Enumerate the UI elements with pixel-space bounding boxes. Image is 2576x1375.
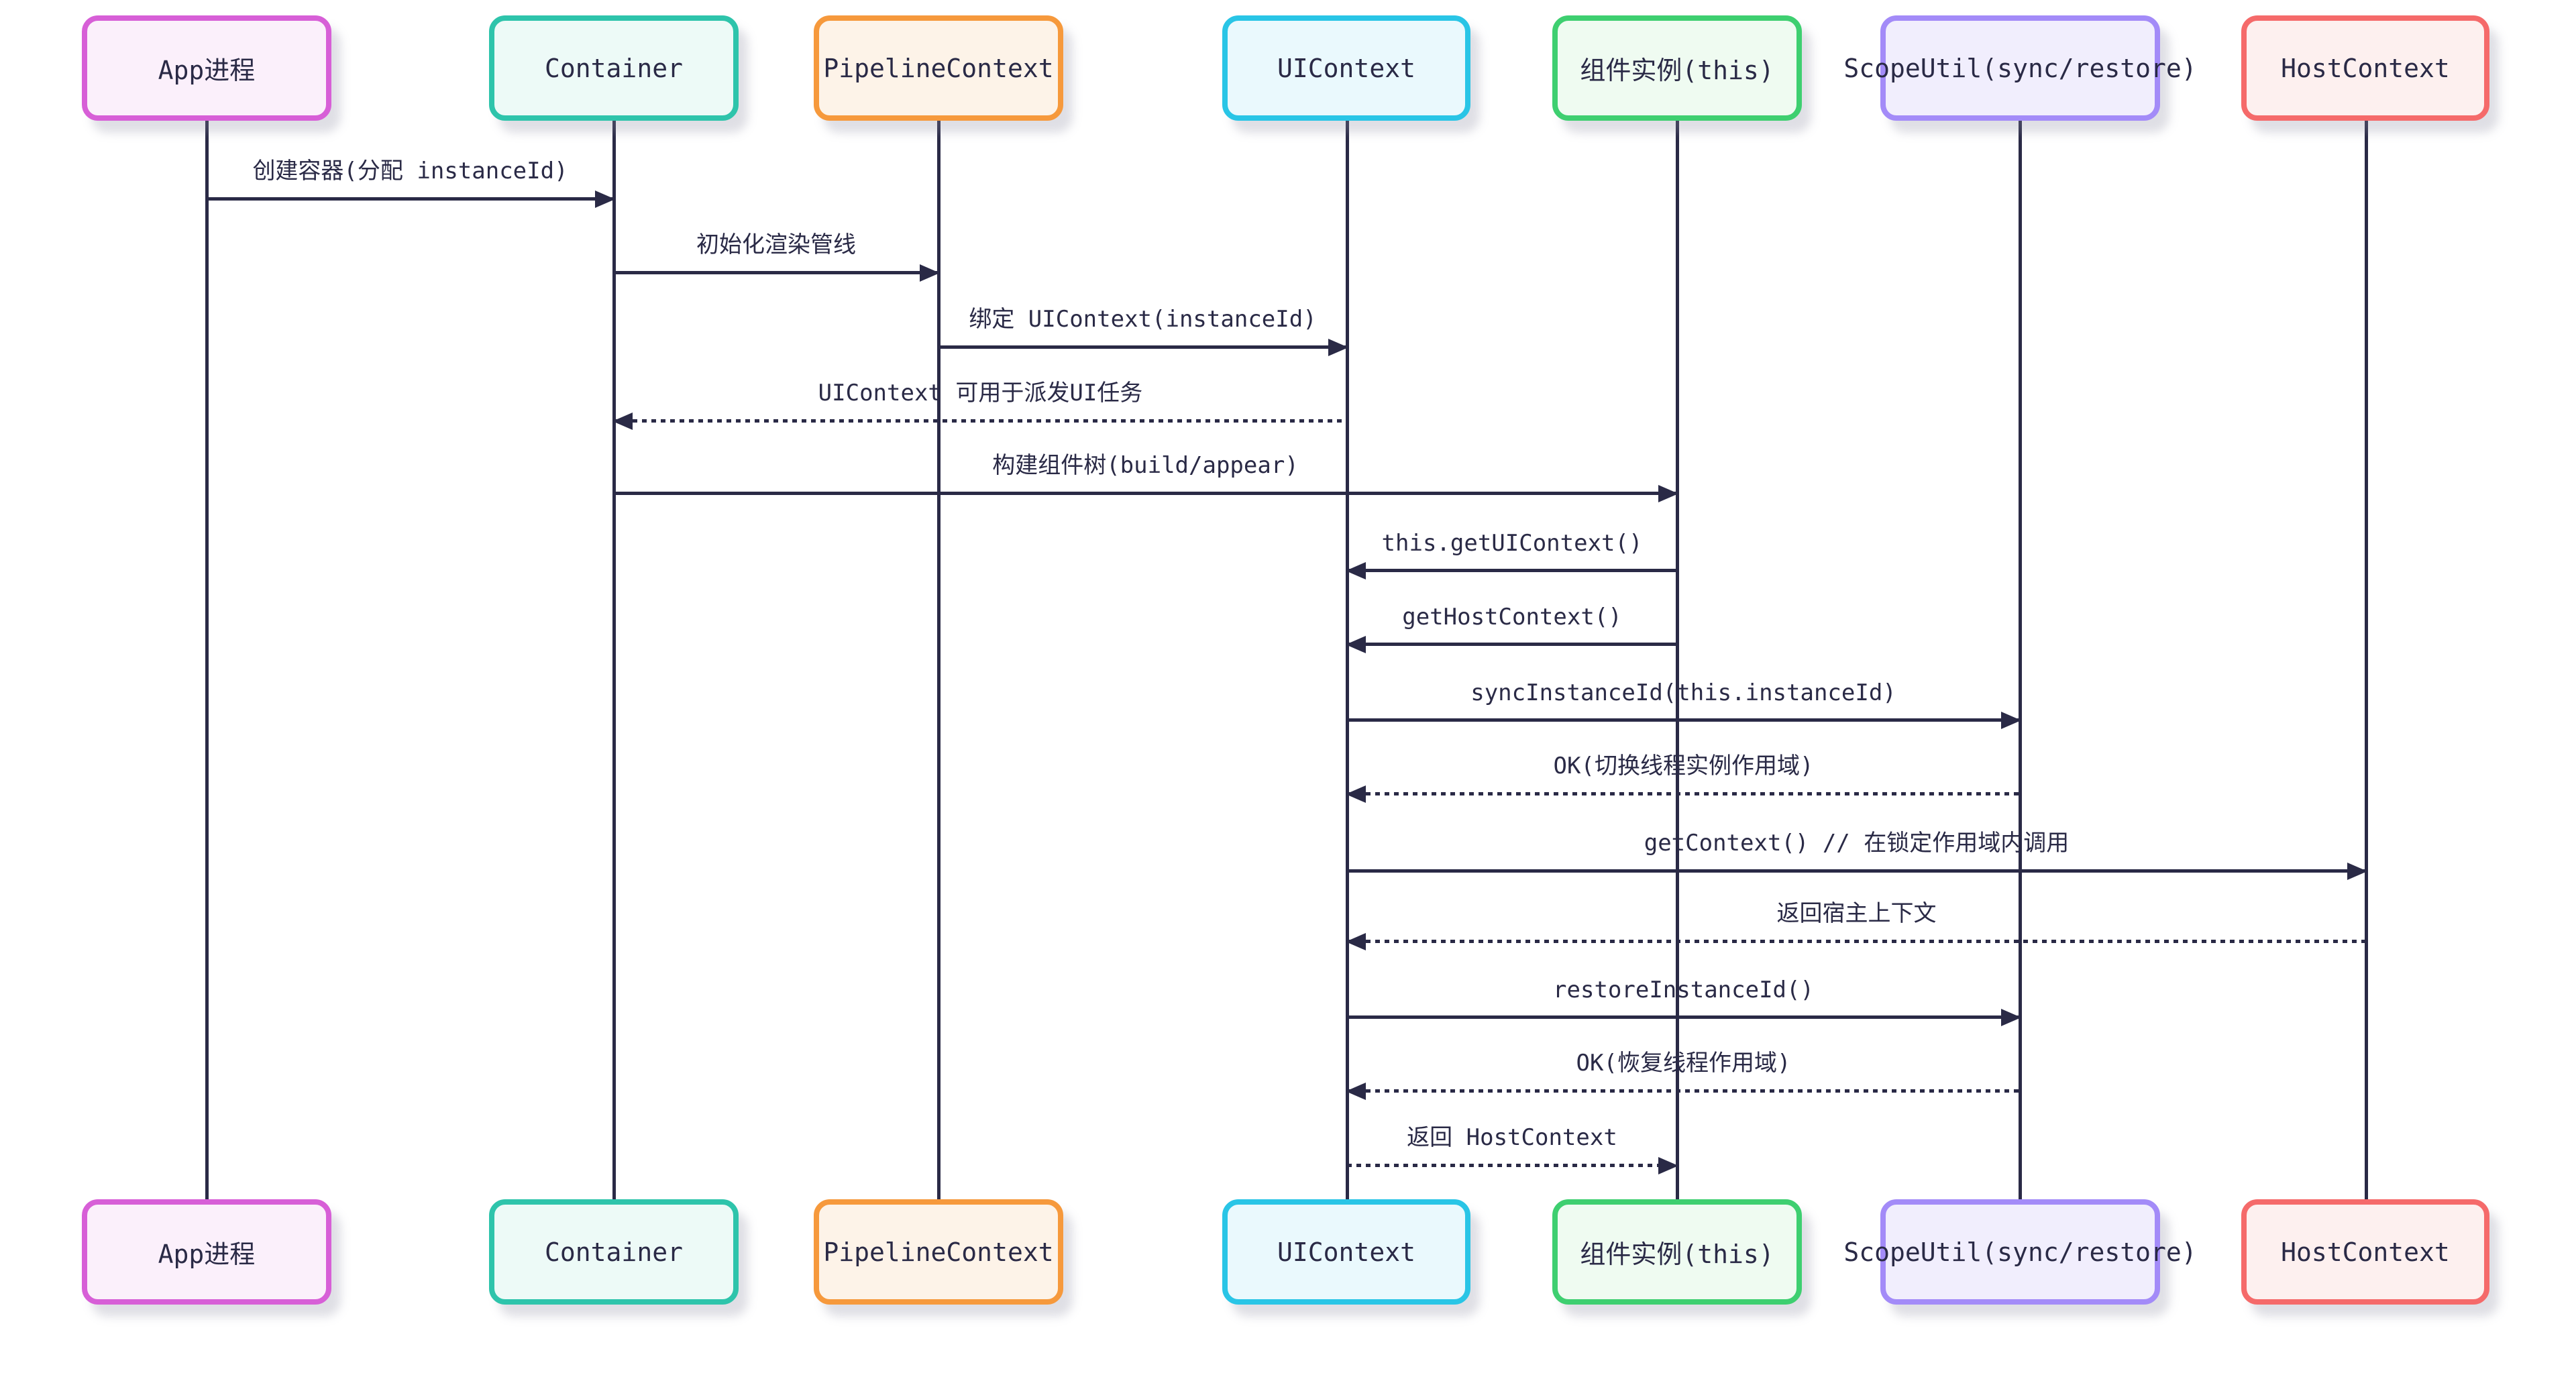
actor-bottom-scopeutil: ScopeUtil(sync/restore) [1843,1199,2197,1305]
actor-label: HostContext [2281,53,2450,83]
actor-label: Container [545,53,683,83]
message-line [1347,1089,2020,1093]
message-line [1347,792,2020,795]
arrowhead-left-icon [612,412,633,430]
actor-bottom-pipelinecontext: PipelineContext [814,1199,1063,1305]
actor-label: ScopeUtil(sync/restore) [1843,1237,2197,1267]
actor-label: Container [545,1237,683,1267]
arrowhead-right-icon [1658,485,1678,502]
message-line [938,345,1347,349]
lifeline-pipelinecontext [937,121,941,1199]
arrowhead-left-icon [1346,636,1366,653]
message-line [1347,1164,1677,1167]
actor-top-app-process: App进程 [82,15,331,121]
actor-label: HostContext [2281,1237,2450,1267]
arrowhead-right-icon [2347,863,2367,880]
message-line [1347,643,1677,646]
arrowhead-left-icon [1346,562,1366,580]
message-line [1347,718,2020,722]
message-line [614,419,1347,423]
message-label: OK(切换线程实例作用域) [1553,753,1814,779]
message-line [1347,869,2366,873]
lifeline-component-instance [1676,121,1679,1199]
arrowhead-left-icon [1346,785,1366,803]
lifeline-app-process [205,121,209,1199]
message-label: restoreInstanceId() [1553,977,1814,1003]
message-line [1347,569,1677,572]
message-line [614,271,938,274]
actor-bottom-uicontext: UIContext [1222,1199,1470,1305]
arrowhead-right-icon [2001,712,2021,729]
arrowhead-right-icon [1658,1157,1678,1174]
actor-label: PipelineContext [823,53,1054,83]
message-label: OK(恢复线程作用域) [1576,1050,1791,1077]
actor-label: App进程 [158,56,256,85]
arrowhead-right-icon [2001,1009,2021,1026]
arrowhead-right-icon [595,190,615,208]
arrowhead-left-icon [1346,1083,1366,1100]
message-label: this.getUIContext() [1381,530,1643,557]
actor-label: PipelineContext [823,1237,1054,1267]
lifeline-uicontext [1346,121,1349,1199]
actor-label: 组件实例(this) [1580,1240,1774,1269]
message-line [1347,940,2366,943]
actor-label: UIContext [1277,53,1415,83]
actor-label: UIContext [1277,1237,1415,1267]
message-line [1347,1015,2020,1019]
actor-top-scopeutil: ScopeUtil(sync/restore) [1843,15,2197,121]
message-label: 绑定 UIContext(instanceId) [969,306,1317,333]
message-label: 构建组件树(build/appear) [992,452,1299,479]
actor-bottom-hostcontext: HostContext [2241,1199,2489,1305]
actor-top-component-instance: 组件实例(this) [1552,15,1802,121]
actor-top-pipelinecontext: PipelineContext [814,15,1063,121]
actor-label: App进程 [158,1240,256,1269]
actor-top-container: Container [489,15,739,121]
message-label: getHostContext() [1402,604,1622,630]
actor-top-hostcontext: HostContext [2241,15,2489,121]
message-label: getContext() // 在锁定作用域内调用 [1644,830,2070,857]
message-label: 返回 HostContext [1407,1124,1617,1151]
actor-top-uicontext: UIContext [1222,15,1470,121]
lifeline-hostcontext [2365,121,2368,1199]
message-label: UIContext 可用于派发UI任务 [818,380,1143,406]
message-label: syncInstanceId(this.instanceId) [1470,679,1896,706]
message-label: 返回宿主上下文 [1776,900,1937,927]
message-label: 创建容器(分配 instanceId) [252,158,568,184]
lifeline-scopeutil [2019,121,2022,1199]
message-line [614,492,1677,495]
lifeline-container [612,121,616,1199]
actor-bottom-component-instance: 组件实例(this) [1552,1199,1802,1305]
actor-bottom-app-process: App进程 [82,1199,331,1305]
actor-label: 组件实例(this) [1580,56,1774,85]
arrowhead-right-icon [920,264,940,282]
actor-label: ScopeUtil(sync/restore) [1843,53,2197,83]
message-line [207,197,614,201]
arrowhead-left-icon [1346,933,1366,950]
arrowhead-right-icon [1328,339,1348,356]
message-label: 初始化渲染管线 [696,231,856,258]
actor-bottom-container: Container [489,1199,739,1305]
